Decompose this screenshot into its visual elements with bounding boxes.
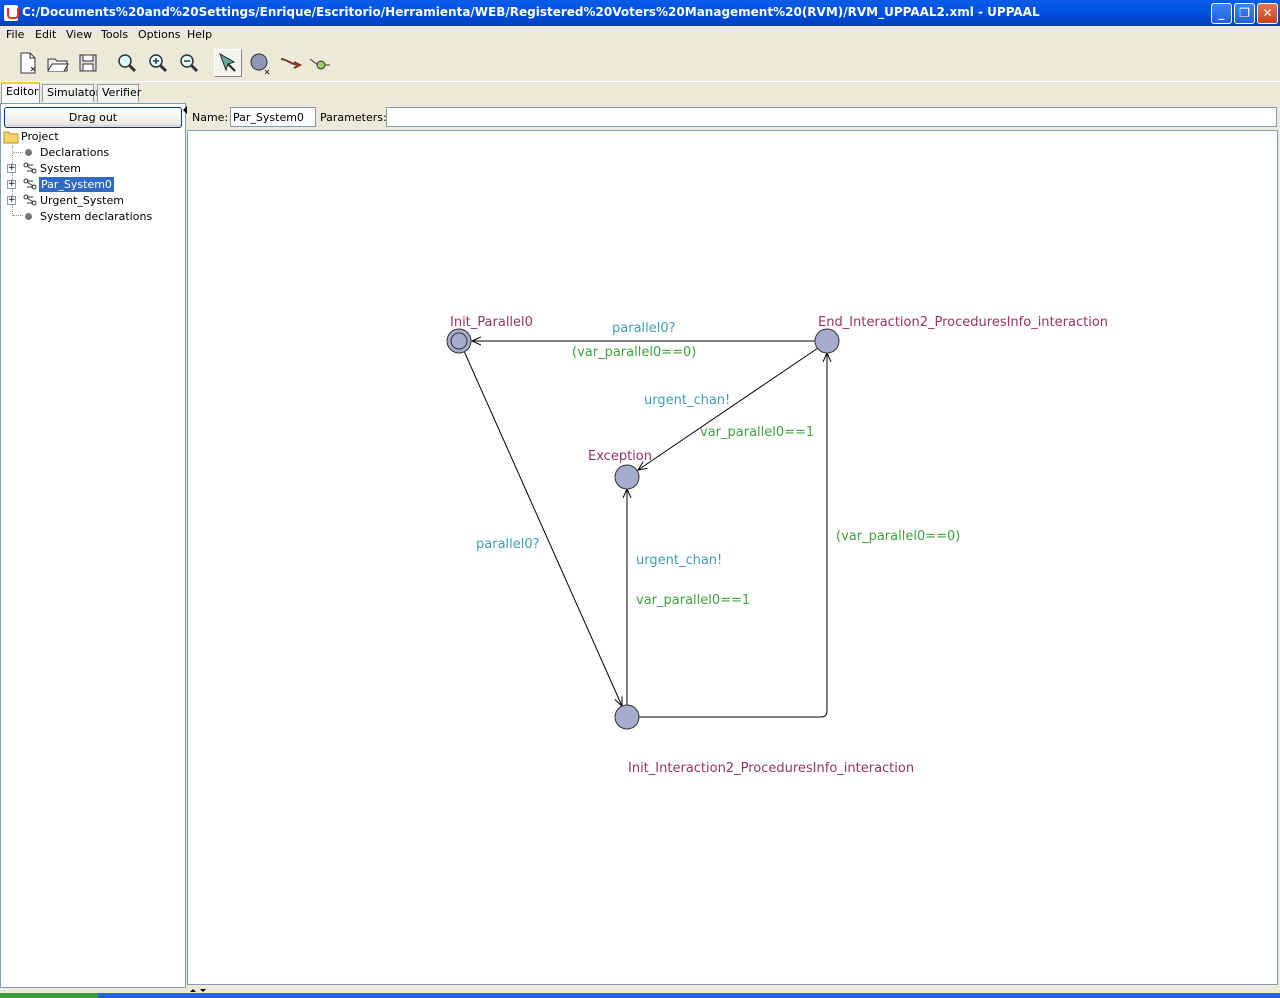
location-label-interaction[interactable]: Init_Interaction2_ProceduresInfo_interac… [628,761,914,776]
guard-label-end-to-exception[interactable]: var_parallel0==1 [700,425,814,440]
automaton-canvas[interactable]: Init_Parallel0 End_Interaction2_Procedur… [187,130,1278,985]
tree-label-project: Project [21,130,59,143]
location-exception[interactable] [614,464,640,490]
template-icon [23,162,37,174]
drag-out-button[interactable]: Drag out [4,107,182,128]
minimize-button[interactable]: _ [1211,3,1232,24]
tree-connector [13,215,23,216]
toolbar [0,44,1280,82]
guard-label-interaction-to-end[interactable]: (var_parallel0==0) [836,529,960,544]
edge-interaction-to-end[interactable] [639,353,827,718]
menu-options[interactable]: Options [138,28,181,41]
template-icon [23,194,37,206]
menu-file[interactable]: File [6,28,25,41]
menu-tools[interactable]: Tools [101,28,129,41]
menu-edit[interactable]: Edit [35,28,57,41]
open-folder-icon[interactable] [44,49,72,77]
declarations-icon [25,149,32,156]
java-app-icon [4,5,19,21]
start-button[interactable] [0,993,98,998]
edge-end-to-exception[interactable] [638,347,819,470]
new-document-icon[interactable] [14,49,42,77]
tab-editor[interactable]: Editor [1,82,40,103]
location-init-parallel0[interactable] [446,328,472,354]
sync-label-interaction-to-exception[interactable]: urgent_chan! [636,553,722,568]
tab-verifier[interactable]: Verifier [97,84,141,102]
declarations-icon [25,213,32,220]
tree-connector [13,152,23,153]
window-title: C:/Documents%20and%20Settings/Enrique/Es… [22,5,1040,19]
tree-label-system: System [40,162,82,175]
template-name-input[interactable] [230,107,316,127]
guard-label-interaction-to-exception[interactable]: var_parallel0==1 [636,593,750,608]
close-button[interactable]: ✕ [1257,3,1278,24]
location-init-interaction[interactable] [614,704,640,730]
location-label-end[interactable]: End_Interaction2_ProceduresInfo_interact… [818,315,1108,330]
project-tree-panel: Drag out Project Declarations + System +… [0,103,186,988]
menu-help[interactable]: Help [187,28,213,41]
menu-view[interactable]: View [66,28,93,41]
expand-icon[interactable]: + [7,195,16,205]
add-nail-icon[interactable] [306,49,334,77]
tree-label-system-declarations: System declarations [40,210,153,223]
name-label: Name: [192,111,229,124]
tab-bar: Editor Simulator Verifier [0,82,1280,103]
parameters-label: Parameters: [320,111,387,124]
save-icon[interactable] [74,49,102,77]
title-bar: C:/Documents%20and%20Settings/Enrique/Es… [0,0,1280,26]
tree-label-par-system0: Par_System0 [39,177,114,192]
add-edge-icon[interactable] [277,49,305,77]
menu-bar: File Edit View Tools Options Help [0,26,1280,44]
template-icon [23,178,37,190]
tab-simulator[interactable]: Simulator [42,84,100,102]
automaton-drawing: Init_Parallel0 End_Interaction2_Procedur… [446,315,1108,776]
sync-label-init-to-interaction[interactable]: parallel0? [476,537,540,552]
expand-icon[interactable]: + [7,163,16,173]
zoom-out-icon[interactable] [175,49,203,77]
initial-location-marker [450,332,468,350]
split-arrows-icon[interactable] [190,988,210,994]
guard-label-end-to-init[interactable]: (var_parallel0==0) [572,345,696,360]
location-end-interaction[interactable] [814,328,840,354]
zoom-in-icon[interactable] [144,49,172,77]
tree-label-declarations: Declarations [40,146,110,159]
restore-button[interactable]: ❐ [1234,3,1255,24]
template-header: Name: Parameters: [188,105,1280,129]
sync-label-end-to-init[interactable]: parallel0? [612,321,676,336]
location-label-exception[interactable]: Exception [588,449,652,464]
sync-label-end-to-exception[interactable]: urgent_chan! [644,393,730,408]
zoom-fit-icon[interactable] [113,49,141,77]
add-location-icon[interactable] [246,49,274,77]
taskbar [0,993,1280,998]
expand-icon[interactable]: + [7,179,16,189]
location-label-init[interactable]: Init_Parallel0 [450,315,533,330]
select-tool-icon[interactable] [214,49,242,77]
tree-label-urgent-system: Urgent_System [40,194,124,207]
edge-init-to-interaction[interactable] [463,350,622,706]
folder-icon [3,131,19,144]
template-parameters-input[interactable] [386,107,1277,127]
collapse-arrow-icon[interactable] [183,106,187,114]
